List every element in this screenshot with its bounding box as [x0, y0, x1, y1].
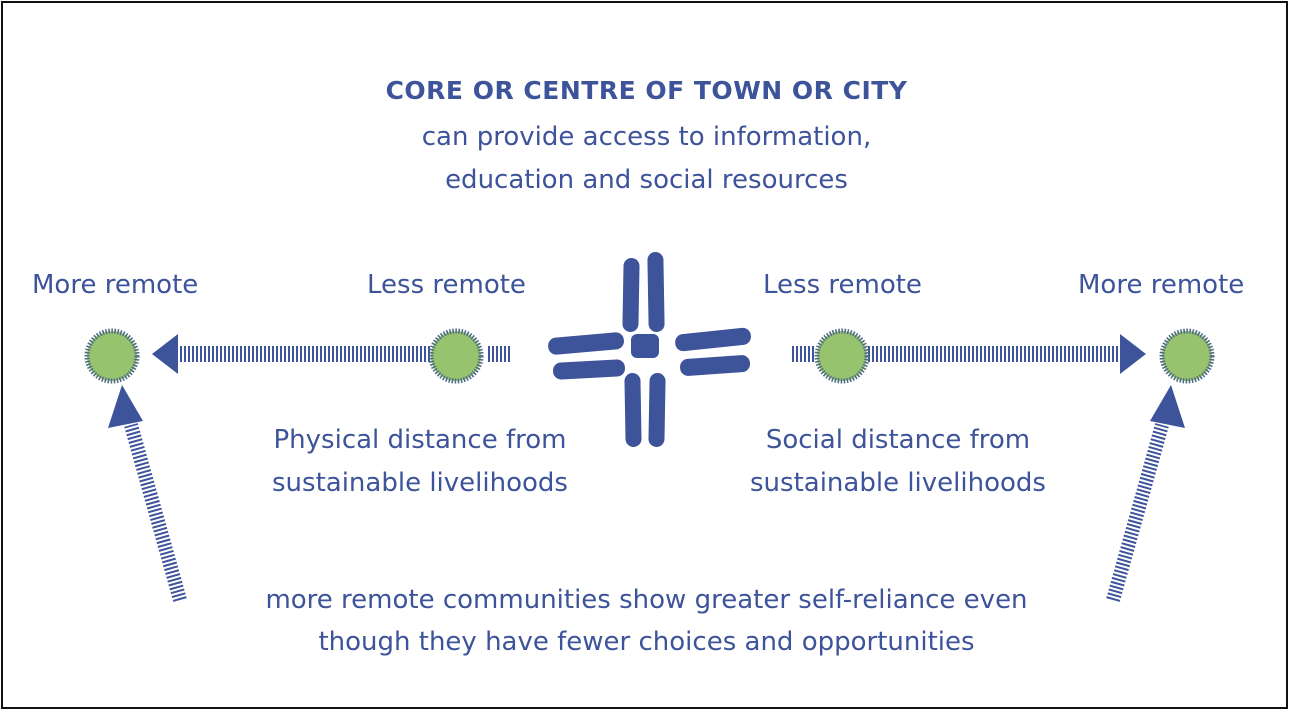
- bottom-note-line-1: more remote communities show greater sel…: [265, 585, 1028, 615]
- bottom-note-line-2: though they have fewer choices and oppor…: [318, 627, 975, 657]
- label-left-less-remote: Less remote: [367, 270, 526, 300]
- node-right-less-remote: [814, 328, 870, 384]
- city-core-icon: [548, 252, 751, 447]
- right-arrow-shaft: [866, 346, 1120, 362]
- label-left-more-remote: More remote: [32, 270, 199, 300]
- subtitle-line-1: can provide access to information,: [421, 122, 872, 152]
- label-right-less-remote: Less remote: [763, 270, 922, 300]
- left-diagonal-arrow: [108, 385, 187, 602]
- left-diagonal-arrowhead: [108, 385, 143, 428]
- social-distance-line-1: Social distance from: [765, 425, 1031, 455]
- left-arrowhead: [152, 334, 178, 374]
- left-inner-dash: [488, 346, 512, 362]
- right-inner-dash: [790, 346, 814, 362]
- node-left-more-remote: [84, 328, 140, 384]
- physical-distance-line-2: sustainable livelihoods: [272, 468, 568, 498]
- physical-distance-line-1: Physical distance from: [273, 425, 567, 455]
- right-diagonal-arrow: [1106, 385, 1185, 602]
- right-arrowhead: [1120, 334, 1146, 374]
- subtitle-line-2: education and social resources: [445, 165, 848, 195]
- left-diagonal-shaft: [124, 423, 187, 602]
- node-left-less-remote: [428, 328, 484, 384]
- label-right-more-remote: More remote: [1078, 270, 1245, 300]
- right-diagonal-shaft: [1106, 423, 1169, 602]
- right-diagonal-arrowhead: [1150, 385, 1185, 428]
- right-horizontal-arrow: [790, 334, 1146, 374]
- left-arrow-shaft: [178, 346, 432, 362]
- social-distance-line-2: sustainable livelihoods: [750, 468, 1046, 498]
- node-right-more-remote: [1159, 328, 1215, 384]
- left-horizontal-arrow: [152, 334, 512, 374]
- diagram-title: CORE OR CENTRE OF TOWN OR CITY: [385, 76, 908, 105]
